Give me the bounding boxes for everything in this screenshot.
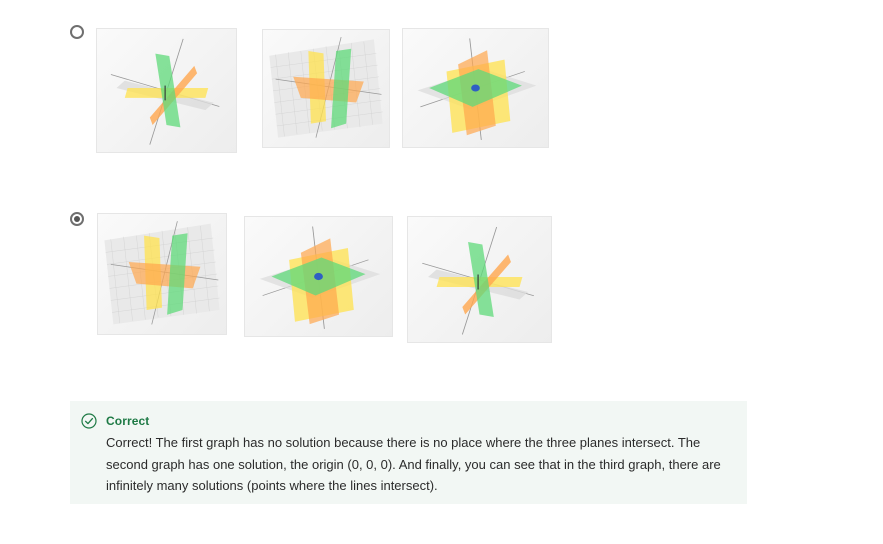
option-2-graph-2 [244,216,393,337]
option-2-graph-1 [97,213,227,335]
option-1-graph-1 [96,28,237,153]
option-1-graph-3 [402,28,549,148]
feedback-title: Correct [106,414,150,428]
feedback-text: Correct! The first graph has no solution… [106,435,721,493]
check-circle-icon [81,413,97,429]
option-1-graph-2 [262,29,390,148]
option-2-radio[interactable] [70,212,84,226]
option-1-radio[interactable] [70,25,84,39]
option-2-graph-3 [407,216,552,343]
feedback-panel: Correct Correct! The first graph has no … [70,401,747,504]
